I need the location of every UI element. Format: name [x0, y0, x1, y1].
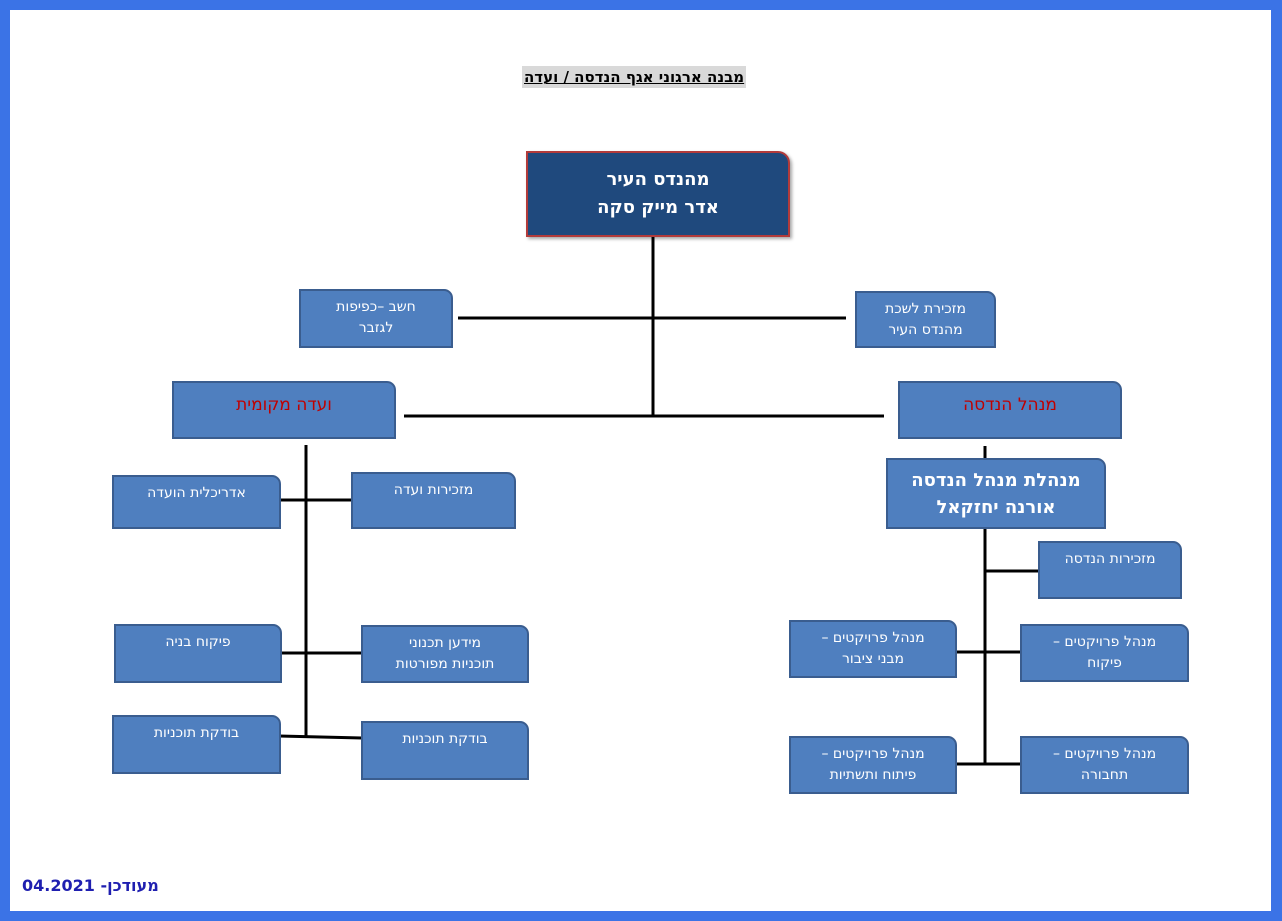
engineer-office-secretariat-box: מזכירת לשכת מהנדס העיר	[855, 291, 996, 348]
engineering-secretariat-label: מזכירות הנדסה	[1064, 551, 1156, 567]
chart-title: מבנה ארגוני אגף הנדסה / ועדה	[522, 66, 747, 88]
engineering-manager-title: מנהלת מנהל הנדסה	[911, 469, 1081, 491]
city-engineer-name: אדר מייק סקה	[597, 197, 719, 218]
engineering-manager-box: מנהלת מנהל הנדסה אורנה יחזקאל	[886, 458, 1106, 529]
pm-supervision-box: מנהל פרויקטים – פיקוח	[1020, 624, 1189, 682]
plan-checker-left-label: בודקת תוכניות	[153, 725, 240, 741]
building-supervision-label: פיקוח בניה	[165, 634, 231, 650]
engineering-manager-name: אורנה יחזקאל	[936, 496, 1056, 518]
plan-checker-right-label: בודקת תוכניות	[402, 731, 488, 747]
committee-row3	[278, 734, 363, 740]
building-supervision-box: פיקוח בניה	[114, 624, 282, 683]
pm-public-buildings-box: מנהל פרויקטים – מבני ציבור	[789, 620, 957, 678]
planning-info-line2: תוכניות מפורטות	[395, 656, 495, 672]
engineering-secretariat-box: מזכירות הנדסה	[1038, 541, 1182, 599]
engineer-office-secretariat-line1: מזכירת לשכת	[885, 301, 966, 317]
accountant-line1: חשב –כפיפות	[336, 299, 416, 315]
local-committee-box: ועדה מקומית	[172, 381, 396, 439]
updated-date-note: מעודכן- 04.2021	[22, 876, 159, 895]
pm-development-box: מנהל פרויקטים – פיתוח ותשתיות	[789, 736, 957, 794]
planning-info-box: מידען תכנוני תוכניות מפורטות	[361, 625, 529, 683]
pm-transport-line2: תחבורה	[1080, 767, 1129, 783]
plan-checker-right-box: בודקת תוכניות	[361, 721, 529, 780]
engineering-admin-box: מנהל הנדסה	[898, 381, 1122, 439]
pm-supervision-line2: פיקוח	[1087, 655, 1122, 671]
pm-transport-line1: מנהל פרויקטים –	[1052, 746, 1157, 762]
committee-architect-label: אדריכלית הועדה	[147, 485, 246, 501]
committee-architect-box: אדריכלית הועדה	[112, 475, 281, 529]
pm-public-buildings-line2: מבני ציבור	[841, 651, 905, 667]
pm-development-line2: פיתוח ותשתיות	[829, 767, 917, 783]
pm-transport-box: מנהל פרויקטים – תחבורה	[1020, 736, 1189, 794]
city-engineer-title: מהנדס העיר	[606, 169, 710, 190]
city-engineer-box: מהנדס העיר אדר מייק סקה	[526, 151, 790, 237]
committee-secretariat-label: מזכירות ועדה	[393, 482, 474, 498]
pm-public-buildings-line1: מנהל פרויקטים –	[821, 630, 925, 646]
plan-checker-left-box: בודקת תוכניות	[112, 715, 281, 774]
local-committee-label: ועדה מקומית	[236, 395, 332, 415]
committee-secretariat-box: מזכירות ועדה	[351, 472, 516, 529]
engineer-office-secretariat-line2: מהנדס העיר	[888, 322, 963, 338]
accountant-box: חשב –כפיפות לגזבר	[299, 289, 453, 348]
accountant-line2: לגזבר	[358, 320, 394, 336]
pm-development-line1: מנהל פרויקטים –	[821, 746, 925, 762]
pm-supervision-line1: מנהל פרויקטים –	[1052, 634, 1157, 650]
engineering-admin-label: מנהל הנדסה	[963, 395, 1057, 415]
planning-info-line1: מידען תכנוני	[408, 635, 482, 651]
